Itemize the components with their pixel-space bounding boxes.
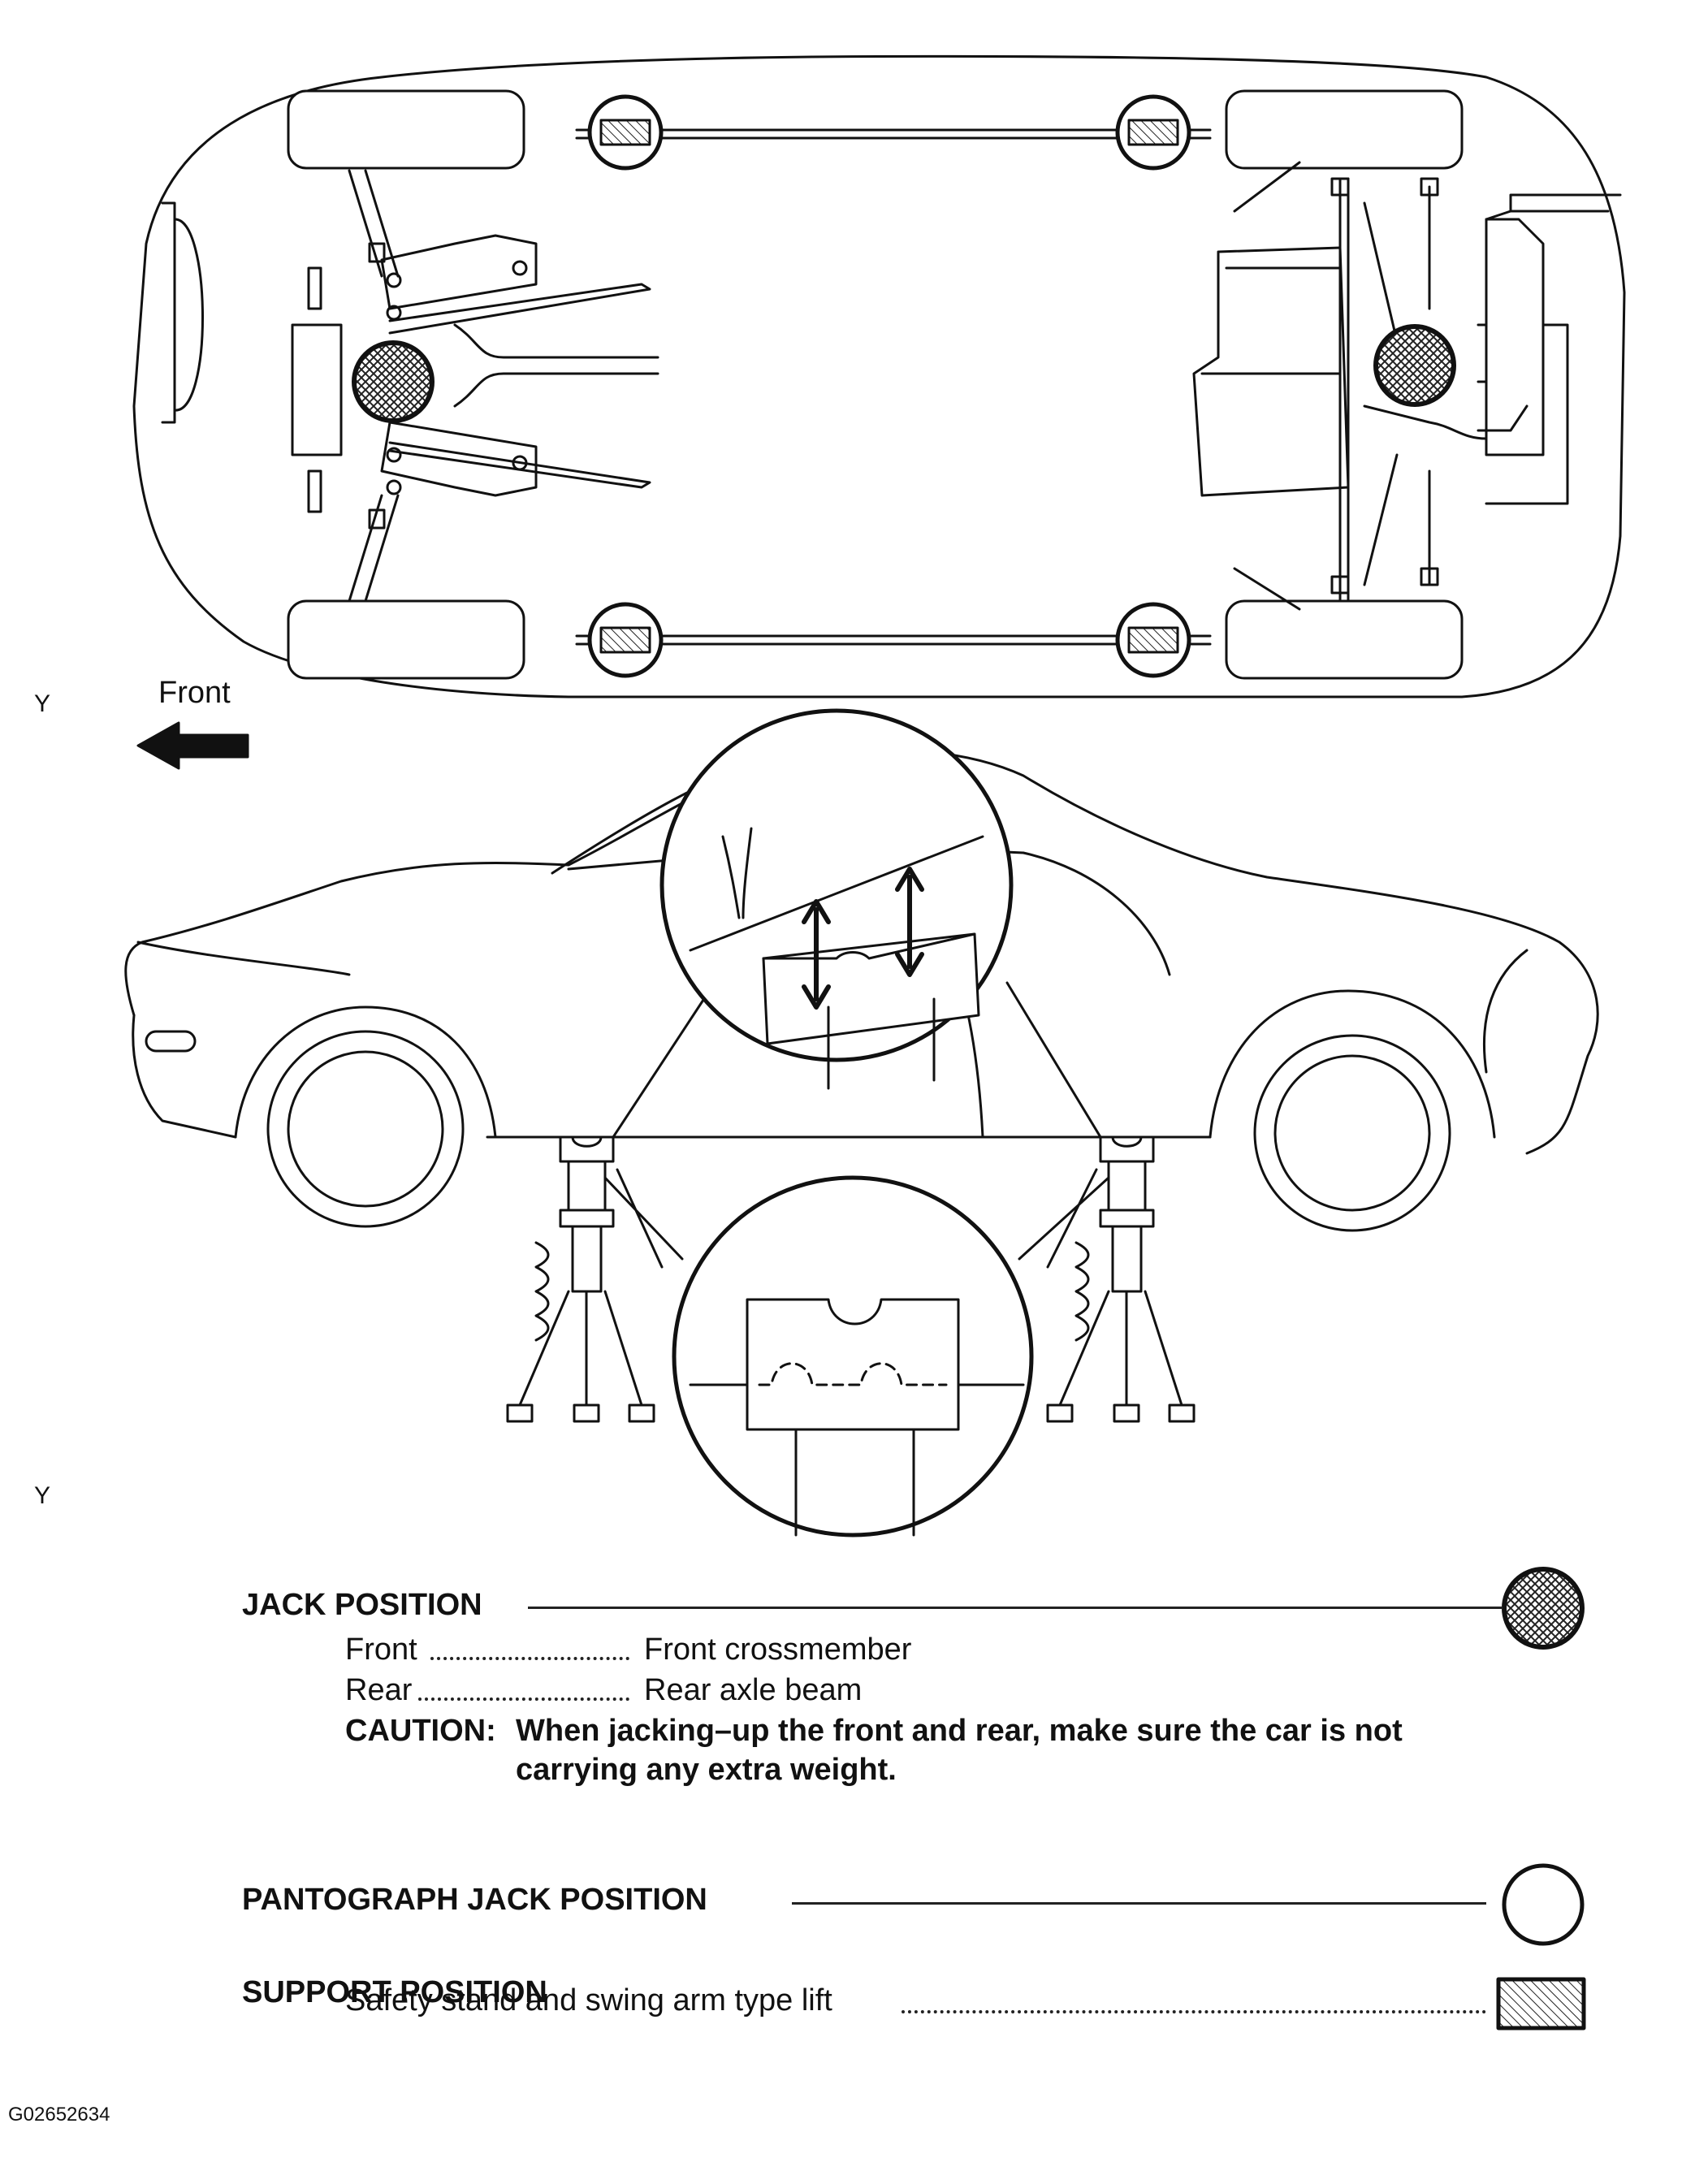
caution-text-line2: carrying any extra weight. <box>516 1753 897 1787</box>
magnified-callout-upper <box>612 708 1102 1139</box>
safety-stand-front <box>506 1135 655 1423</box>
jack-front-label: Front <box>345 1633 417 1667</box>
support-position-symbol <box>1496 1977 1586 2030</box>
jack-front-leader <box>430 1657 629 1660</box>
jack-rear-value: Rear axle beam <box>644 1673 863 1707</box>
jack-rear-label: Rear <box>345 1673 413 1707</box>
jack-position-title: JACK POSITION <box>242 1588 482 1622</box>
jack-position-symbol <box>1502 1567 1585 1650</box>
pantograph-leader <box>792 1902 1486 1905</box>
figure-code: G02652634 <box>8 2104 110 2126</box>
marker-y-top: Y <box>34 690 51 717</box>
underbody-top-view <box>132 54 1626 698</box>
jack-position-top-view <box>352 324 1456 423</box>
pantograph-title: PANTOGRAPH JACK POSITION <box>242 1883 707 1917</box>
support-item: Safety stand and swing arm type lift <box>345 1983 832 2017</box>
jack-front-value: Front crossmember <box>644 1633 912 1667</box>
magnified-callout-lower <box>603 1168 1110 1537</box>
jack-rear-leader <box>418 1697 629 1701</box>
marker-y-bottom: Y <box>34 1482 51 1509</box>
safety-stand-rear <box>1046 1135 1196 1423</box>
caution-text-line1: When jacking–up the front and rear, make… <box>516 1714 1403 1748</box>
front-arrow-icon <box>136 721 249 770</box>
jack-position-leader <box>528 1607 1503 1609</box>
pantograph-jack-position-symbol <box>1502 1863 1585 1946</box>
support-title: SUPPORT POSITION <box>242 1975 547 2009</box>
support-position-top-view <box>587 94 1191 678</box>
caution-label: CAUTION: <box>345 1714 496 1748</box>
support-leader <box>902 2010 1486 2013</box>
front-label: Front <box>158 676 231 710</box>
